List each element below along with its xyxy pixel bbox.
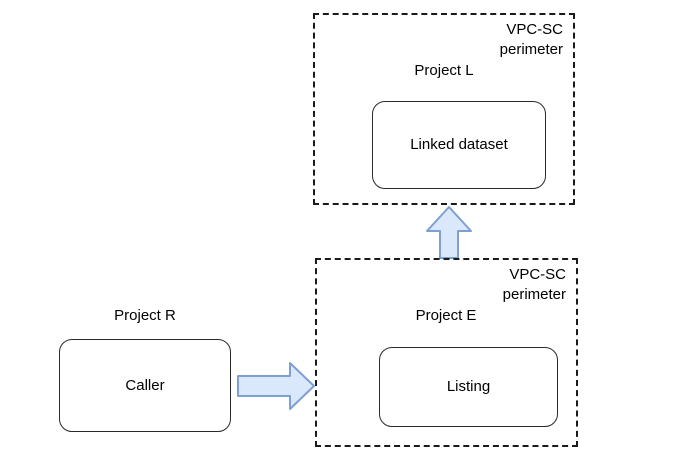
node-linked-dataset[interactable]: Linked dataset: [372, 101, 546, 189]
arrow-listing-to-linked-dataset: [424, 205, 474, 259]
perimeter-label-project-e: VPC-SC perimeter: [502, 266, 566, 303]
arrow-caller-to-listing: [236, 360, 316, 412]
vpc-sc-perimeter-project-l: [313, 13, 575, 205]
node-caller[interactable]: Caller: [59, 339, 231, 432]
project-label-r: Project R: [114, 307, 176, 324]
project-label-l: Project L: [414, 62, 474, 79]
perimeter-label-project-l: VPC-SC perimeter: [499, 21, 563, 58]
node-linked-dataset-label: Linked dataset: [410, 136, 508, 153]
vpc-sc-perimeter-project-e: [315, 258, 578, 447]
node-listing[interactable]: Listing: [379, 347, 558, 427]
project-label-e: Project E: [415, 307, 477, 324]
node-listing-label: Listing: [446, 378, 491, 395]
node-caller-label: Caller: [125, 376, 165, 394]
